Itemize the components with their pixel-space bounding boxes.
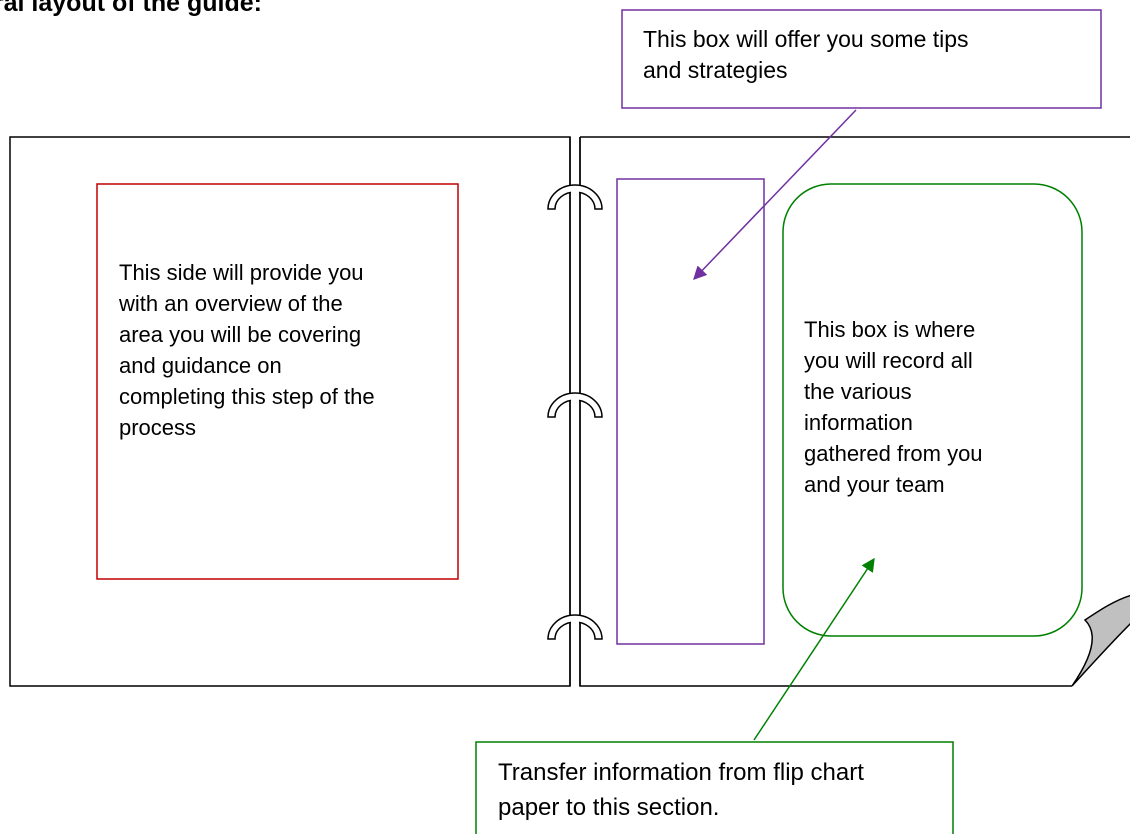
overview-text: This side will provide you with an overv… [119,260,375,440]
tips-callout-box [621,9,1102,109]
page-curl [1071,594,1130,687]
binder-ring [547,184,603,210]
tips-arrow [693,109,857,280]
transfer-callout-box [475,741,954,834]
section-heading-text: eral layout of the guide: [0,0,262,17]
section-heading: eral layout of the guide: [0,0,282,30]
record-box-text: This box is where you will record all th… [804,317,983,497]
binder-ring [547,392,603,418]
overview-box [96,183,459,580]
binder-ring [547,614,603,640]
transfer-callout-text: Transfer information from flip chart pap… [498,759,864,821]
transfer-arrow [753,557,875,741]
tips-column [616,178,765,645]
tips-callout-text: This box will offer you some tips and st… [643,26,969,83]
record-box [782,183,1083,637]
